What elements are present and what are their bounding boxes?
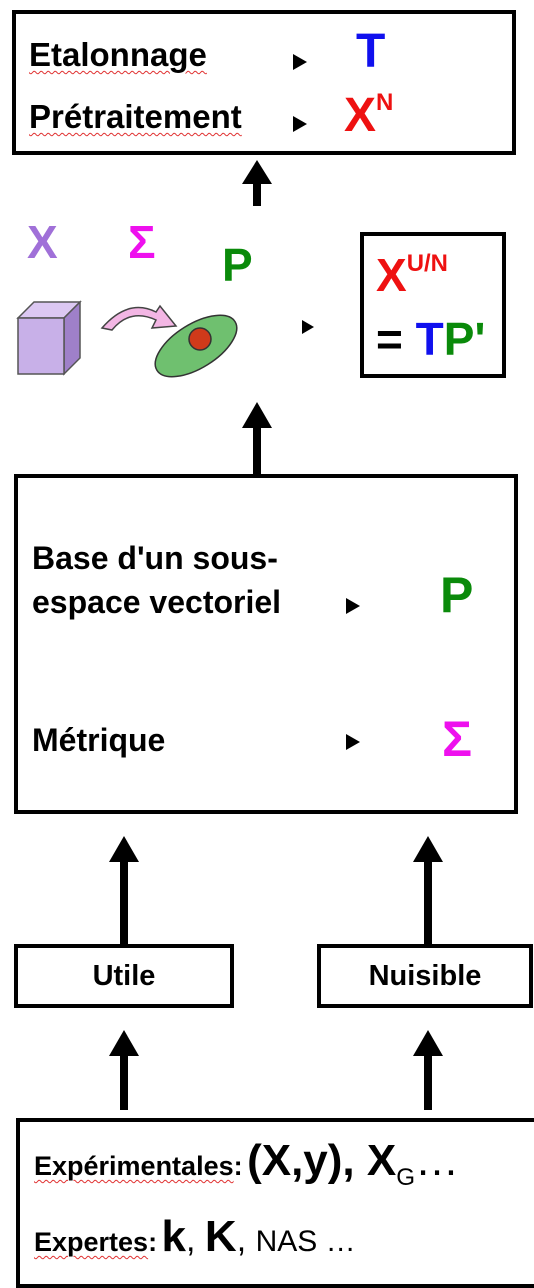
arrow-right-icon bbox=[346, 734, 360, 750]
sigma-symbol: Σ bbox=[442, 711, 473, 767]
p-symbol: P bbox=[440, 567, 474, 623]
up-arrow-icon bbox=[109, 1030, 139, 1110]
xn-superscript: N bbox=[376, 89, 394, 117]
etalonnage-label: Etalonnage bbox=[29, 36, 207, 73]
base-label-line2: espace vectoriel bbox=[32, 584, 282, 620]
up-arrow-icon bbox=[413, 1030, 443, 1110]
equals-tp: = TP' bbox=[376, 313, 486, 365]
expert-row: Expertes: k, K, NAS … bbox=[34, 1212, 356, 1261]
up-arrow-icon bbox=[109, 836, 139, 944]
nuisible-label: Nuisible bbox=[368, 959, 482, 992]
xun-symbol: XU/N bbox=[376, 249, 448, 301]
up-arrow-icon bbox=[242, 402, 272, 474]
p-label: P bbox=[222, 239, 253, 291]
ellipse-icon bbox=[154, 314, 238, 378]
result-box: XU/N = TP' bbox=[360, 232, 506, 378]
subspace-box: Base d'un sous- espace vectoriel P Métri… bbox=[14, 474, 518, 814]
xn-symbol: XN bbox=[344, 89, 394, 142]
sigma-label: Σ bbox=[128, 216, 156, 268]
arrow-right-icon bbox=[302, 320, 314, 334]
curved-arrow-icon bbox=[100, 304, 178, 331]
xun-superscript: U/N bbox=[406, 250, 448, 278]
experimentales-label: Expérimentales bbox=[34, 1151, 234, 1181]
expert-k: k bbox=[161, 1212, 187, 1261]
arrow-right-icon bbox=[293, 116, 307, 132]
pretraitement-label: Prétraitement bbox=[29, 98, 242, 135]
utile-label: Utile bbox=[92, 959, 156, 992]
t-symbol: T bbox=[356, 25, 386, 78]
utile-box: Utile bbox=[14, 944, 234, 1008]
x-label: X bbox=[27, 216, 58, 268]
expert-nas: NAS … bbox=[255, 1225, 356, 1258]
experimental-formula: (X,y), XG… bbox=[247, 1136, 460, 1191]
base-label-line1: Base d'un sous- bbox=[32, 540, 278, 576]
nuisible-box: Nuisible bbox=[317, 944, 533, 1008]
calibration-box: Etalonnage T Prétraitement XN bbox=[12, 10, 516, 155]
up-arrow-icon bbox=[242, 160, 272, 206]
arrow-right-icon bbox=[293, 54, 307, 70]
metrique-label: Métrique bbox=[32, 722, 166, 758]
cube-icon bbox=[16, 300, 82, 376]
knowledge-box: Expérimentales: (X,y), XG… Expertes: k, … bbox=[16, 1118, 534, 1288]
up-arrow-icon bbox=[413, 836, 443, 944]
experimental-row: Expérimentales: (X,y), XG… bbox=[34, 1136, 460, 1191]
expert-K: K bbox=[204, 1212, 237, 1261]
expertes-label: Expertes bbox=[34, 1227, 149, 1257]
arrow-right-icon bbox=[346, 598, 360, 614]
